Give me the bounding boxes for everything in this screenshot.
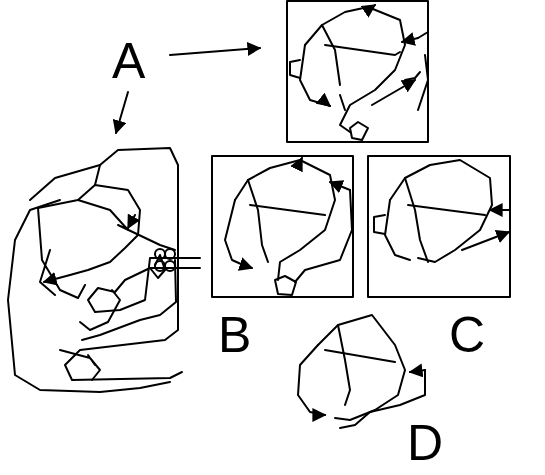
virtual-knot-diagram: [8, 148, 200, 392]
virtual-knot-diagram: [225, 158, 352, 295]
figure-letter: A: [112, 36, 145, 86]
knot-diagram: [298, 315, 425, 428]
virtual-knot-diagram: [374, 160, 509, 262]
figure-letter: B: [218, 310, 251, 360]
figure-letter: C: [449, 310, 485, 360]
figure-letter: D: [407, 418, 443, 468]
virtual-knot-diagram: [290, 5, 428, 140]
frame: [212, 1, 510, 297]
